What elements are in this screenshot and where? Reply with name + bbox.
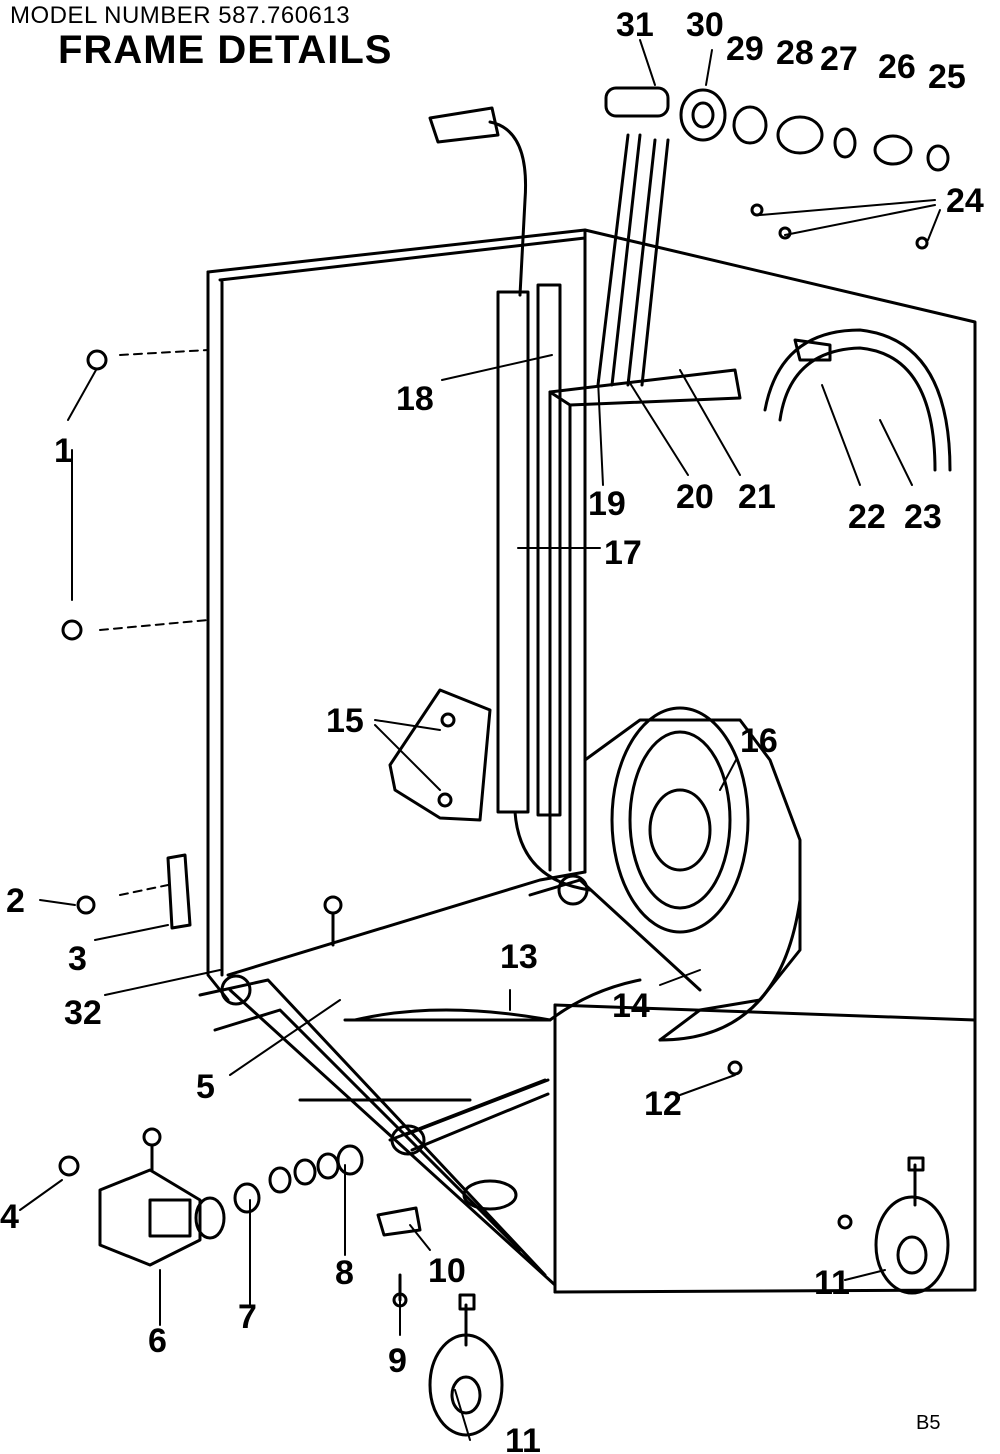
cabinet-frame xyxy=(206,228,977,1294)
callout-11-rear: 11 xyxy=(814,1264,850,1302)
top-small-parts xyxy=(679,88,950,250)
leader-lines xyxy=(19,39,941,1441)
caster-rear xyxy=(874,1156,950,1295)
callout-13: 13 xyxy=(500,938,538,976)
callout-18: 18 xyxy=(396,380,434,418)
blower-motor-assembly xyxy=(583,706,802,1042)
callout-12: 12 xyxy=(644,1085,682,1123)
callout-11-front: 11 xyxy=(505,1422,541,1454)
model-number: MODEL NUMBER 587.760613 xyxy=(10,2,351,29)
roller-shaft xyxy=(403,1078,550,1152)
callout-27: 27 xyxy=(820,40,858,78)
callout-9: 9 xyxy=(388,1342,407,1380)
callout-21: 21 xyxy=(738,478,776,516)
base-rails xyxy=(198,878,702,1277)
wiring-13 xyxy=(353,978,642,1022)
callout-2: 2 xyxy=(6,882,25,920)
callout-19: 19 xyxy=(588,485,626,523)
power-cord xyxy=(428,106,528,297)
valve-assembly xyxy=(98,1168,226,1267)
callout-6: 6 xyxy=(148,1322,167,1360)
front-bulkhead xyxy=(548,368,742,872)
callout-numbers: 1 2 3 4 5 6 7 8 9 10 11 11 12 13 14 15 1… xyxy=(0,6,984,1454)
callout-8: 8 xyxy=(335,1254,354,1292)
callout-16: 16 xyxy=(740,722,778,760)
callout-28: 28 xyxy=(776,34,814,72)
page-code: B5 xyxy=(916,1412,941,1434)
callout-3: 3 xyxy=(68,940,87,978)
callout-32: 32 xyxy=(64,994,102,1032)
callout-4: 4 xyxy=(0,1198,19,1236)
callout-5: 5 xyxy=(196,1068,215,1106)
callout-1: 1 xyxy=(54,432,73,470)
callout-29: 29 xyxy=(726,30,764,68)
callout-26: 26 xyxy=(878,48,916,86)
wire-harness xyxy=(596,86,670,387)
cutaway-panel-left xyxy=(388,688,492,822)
callout-24: 24 xyxy=(946,182,984,220)
callout-17: 17 xyxy=(604,534,642,572)
callout-10: 10 xyxy=(428,1252,466,1290)
fasteners xyxy=(58,349,853,1308)
callout-7: 7 xyxy=(238,1298,257,1336)
callout-23: 23 xyxy=(904,498,942,536)
callout-25: 25 xyxy=(928,58,966,96)
callout-30: 30 xyxy=(686,6,724,44)
exhaust-duct xyxy=(496,283,592,892)
rear-seal-arc xyxy=(763,328,952,472)
roller-end xyxy=(390,1124,426,1156)
callout-31: 31 xyxy=(616,6,654,44)
page-title: FRAME DETAILS xyxy=(58,28,393,72)
callout-15: 15 xyxy=(326,702,364,740)
callout-20: 20 xyxy=(676,478,714,516)
callout-22: 22 xyxy=(848,498,886,536)
caster-front xyxy=(428,1293,504,1437)
callout-14: 14 xyxy=(612,987,650,1025)
